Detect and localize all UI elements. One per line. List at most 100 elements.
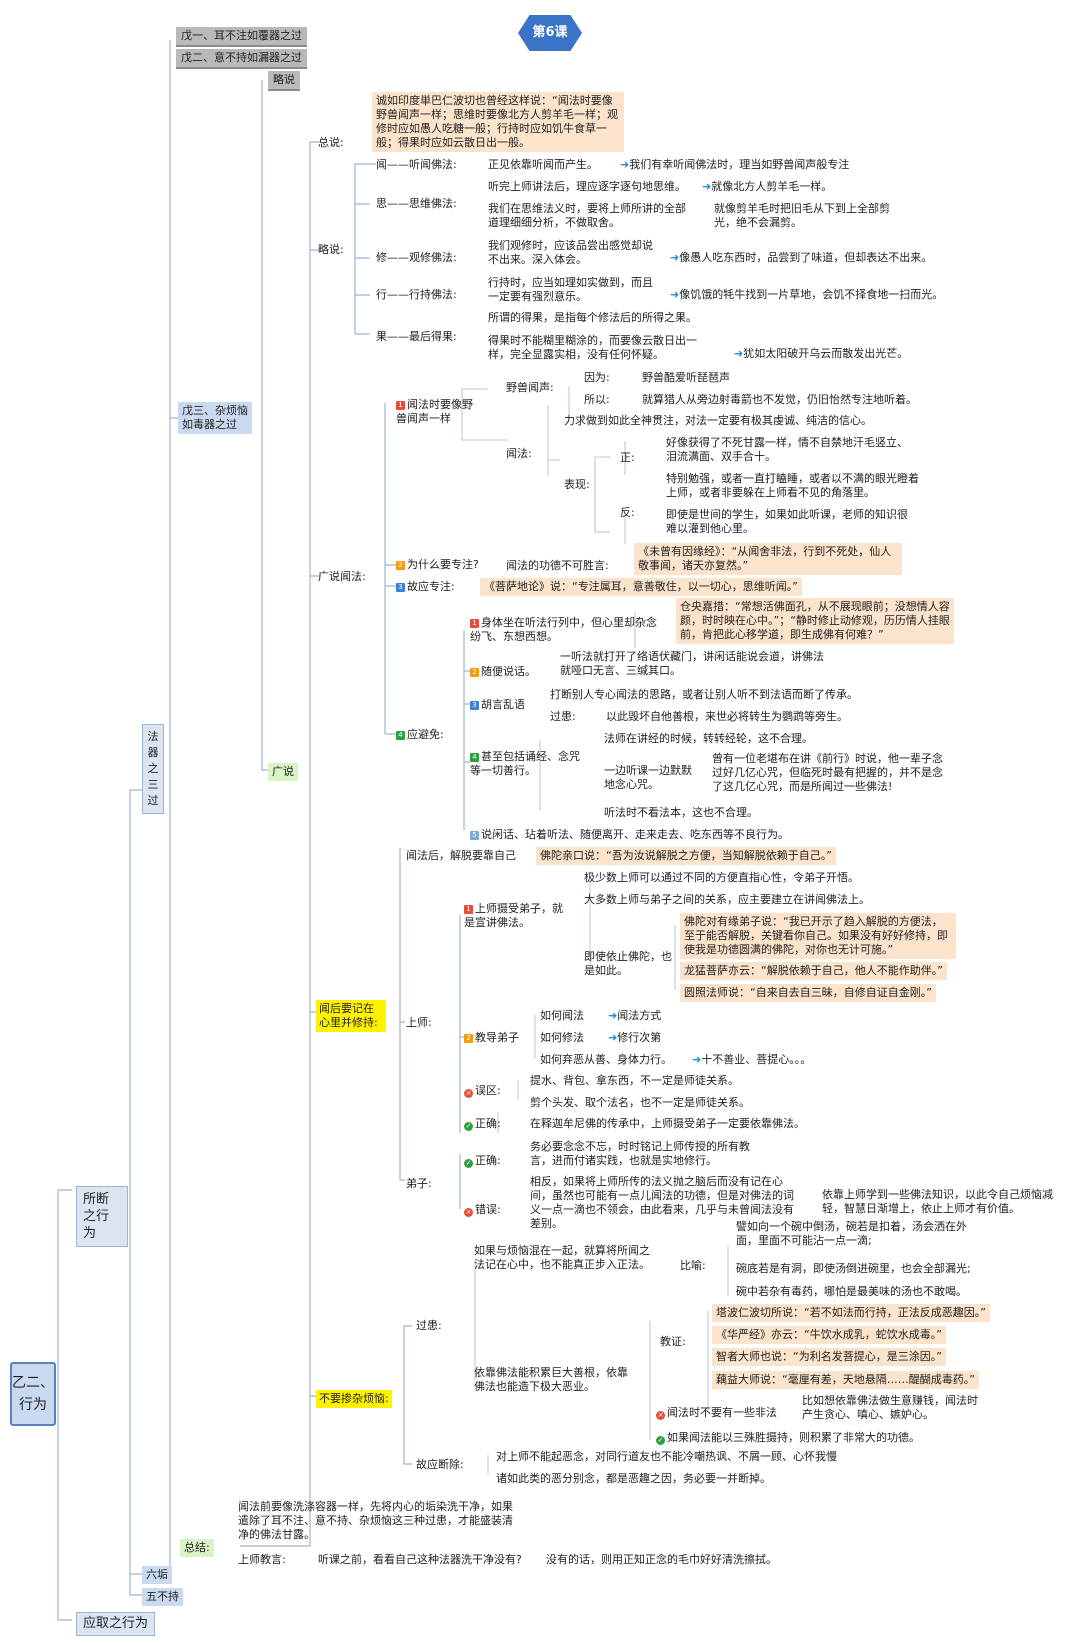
biaoxian-label: 表现: [564,478,590,491]
r2-text-3: 如何弃恶从善、身体力行。 [540,1053,672,1066]
wuqu-label: ×误区: [464,1084,501,1098]
si-text-2: 我们在思维法义时，要将上师所讲的全部道理细细分析，不做取舍。 [488,202,686,229]
r1-text-1: 极少数上师可以通过不同的方便直指心性，令弟子开悟。 [584,871,859,884]
dizi-err-label: ×错误: [464,1203,501,1217]
gu-text-2: 诸如此类的恶分别念，都是恶趣之因，务必要一并断掉。 [496,1472,771,1485]
xing-analogy: ➜像饥饿的牦牛找到一片草地，会饥不择食地一扫而光。 [670,288,944,301]
jiaozheng-1: 塔波仁波切所说：“若不如法而行持，正法反成恶趣因。” [712,1304,990,1322]
si-analogy-1: ➜就像北方人剪羊毛一样。 [702,180,833,193]
biyu-1: 譬如向一个碗中倒汤，碗若是扣着，汤会洒在外面，里面不可能沾一点一滴; [736,1220,967,1247]
wenfa-label: 闻法: [506,447,532,460]
node-liugou[interactable]: 六垢 [142,1566,172,1584]
dizi-err-text: 相反，如果将上师所传的法义抛之脑后而没有记在心间，虽然也可能有一点儿闻法的功德，… [530,1175,794,1230]
r1-quote-3: 圆照法师说：“自来自去自三昧，自修自证自金刚。” [680,984,936,1002]
wen-label: 闻——听闻佛法: [376,158,457,171]
avoid-4-quote: 曾有一位老堪布在讲《前行》时说，他一辈子念过好几亿心咒，但临死时最有把握的，并不… [712,752,943,793]
remember-label: 闻后要记在心里并修持: [316,1000,386,1032]
summary-label: 总结: [180,1539,214,1557]
dizi-ok-label: ✓正确: [464,1154,501,1168]
b3-quote: 《菩萨地论》说：“专注属耳，意善敬住，以一切心，思维听闻。” [480,578,802,596]
jiaozheng-label: 教证: [660,1335,686,1348]
node-guangshuo[interactable]: 广说 [268,763,298,781]
avoid-3-guohuan: 以此毁坏自他善根，来世必将转生为鹦鹉等旁生。 [606,710,848,723]
si-analogy-2: 就像剪羊毛时把旧毛从下到上全部剪光，绝不会漏剪。 [714,202,890,229]
r2-text-1: 如何闻法 [540,1009,584,1022]
node-wu1[interactable]: 戊一、耳不注如覆器之过 [176,27,307,47]
node-wu3[interactable]: 戊三、杂烦恼如毒器之过 [178,402,252,434]
dizi-err-result: 依靠上师学到一些佛法知识，以此令自己烦恼减轻，智慧日渐增上，依止上师才有价值。 [822,1188,1053,1215]
xiu-analogy: ➜像愚人吃东西时，品尝到了味道，但却表达不出来。 [670,251,933,264]
guo-label: 果——最后得果: [376,330,457,343]
jiaozheng-4: 藕益大师说：“毫厘有差，天地悬隔……醍醐成毒药。” [712,1371,979,1389]
poison-p2: 依靠佛法能积累巨大善根，依靠佛法也能造下极大恶业。 [474,1366,628,1393]
dizi-label: 弟子: [406,1177,432,1190]
poison-n1: ×闻法时不要有一些非法 [656,1406,777,1420]
suoyi-text: 就算猎人从旁边射毒箭也不发觉，仍旧怡然专注地听着。 [642,393,917,406]
guangshuo-wenfa-label: 广说闻法: [318,570,366,583]
yeshou-label: 野兽闻声: [506,381,554,394]
shangshi-label: 上师: [406,1016,432,1029]
b2-text: 闻法的功德不可胜言: [506,559,609,572]
wenfa-text: 力求做到如此全神贯注，对法一定要有极其虔诚、纯洁的信心。 [564,414,872,427]
poison-guohuan-label: 过患: [416,1319,442,1332]
avoid-2-text: 一听法就打开了络语伏藏门，讲闲话能说会道，讲佛法就哑口无言、三缄其口。 [560,650,824,677]
avoid-4-text-2: 一边听课一边默默地念心咒。 [604,764,692,791]
guo-analogy: ➜犹如太阳破开乌云而散发出光芒。 [734,347,909,360]
root-node[interactable]: 乙二、行为 [10,1362,56,1426]
node-lueshuo-gray[interactable]: 略说 [268,71,300,91]
node-yingqu[interactable]: 应取之行为 [76,1612,156,1636]
jiaoyan-label: 上师教言: [238,1553,286,1566]
remember-top: 闻法后，解脱要靠自己 [406,849,516,862]
r2-text-2: 如何修法 [540,1031,584,1044]
avoid-4-text-1: 法师在讲经的时候，转转经轮，这不合理。 [604,732,813,745]
jiaozheng-2: 《华严经》亦云：“牛饮水成乳，蛇饮水成毒。” [712,1326,946,1344]
avoid-3-text: 打断别人专心闻法的思路，或者让别人听不到法语而断了传承。 [550,688,858,701]
r1-text-3: 即使依止佛陀，也是如此。 [584,950,672,977]
guo-text-2: 得果时不能糊里糊涂的，而要像云散日出一样，完全显露实相，没有任何怀疑。 [488,334,697,361]
fan-text-1: 特别勉强，或者一直打瞌睡，或者以不满的眼光瞪着上师，或者非要躲在上师看不见的角落… [666,472,919,499]
zheng-label: 正: [620,451,635,464]
node-suoduan[interactable]: 所断之行为 [76,1186,128,1247]
r1-text-2: 大多数上师与弟子之间的关系，应主要建立在讲闻佛法上。 [584,893,870,906]
biyu-3: 碗中若杂有毒药，哪怕是最美味的汤也不敢喝。 [736,1285,967,1298]
suoyi-label: 所以: [584,393,610,406]
zheng-text: 好像获得了不死甘露一样，情不自禁地汗毛竖立、泪流满面、双手合十。 [666,436,908,463]
fan-label: 反: [620,506,635,519]
jiaoyan-question: 听课之前，看看自己这种法器洗干净没有? [318,1553,522,1566]
xing-label: 行——行持佛法: [376,288,457,301]
zongshuo-text: 诚如印度単巴仁波切也曾经这样说：“闻法时要像野兽闻声一样；思维时要像北方人剪羊毛… [372,92,624,152]
xing-text: 行持时，应当如理如实做到，而且一定要有强烈意乐。 [488,276,653,303]
node-wubuchi[interactable]: 五不持 [142,1588,183,1606]
dizi-ok-text: 务必要念念不忘，时时铭记上师传授的所有教言，进而付诸实践，也就是实地修行。 [530,1140,750,1167]
avoid-1-quote: 仓央嘉措：“常想活佛面孔，从不展现眼前；没想情人容颜，时时映在心中。”；“静时修… [676,598,954,644]
gu-text-1: 对上师不能起恶念，对同行道友也不能冷嘲热讽、不屑一顾、心怀我慢 [496,1450,837,1463]
yinwei-label: 因为: [584,371,610,384]
wuqu-text-2: 剪个头发、取个法名，也不一定是师徒关系。 [530,1096,750,1109]
node-wu2[interactable]: 戊二、意不持如漏器之过 [176,49,307,69]
poison-p1: 如果与烦恼混在一起，就算将所闻之法记在心中，也不能真正步入正法。 [474,1244,650,1271]
si-label: 思——思维佛法: [376,197,457,210]
lesson-badge: 第6课 [518,15,582,51]
biyu-2: 碗底若是有洞，即使汤倒进碗里，也会全部漏光; [736,1262,971,1275]
xiu-label: 修——观修佛法: [376,251,457,264]
zhengque-text: 在释迦牟尼佛的传承中，上师摄受弟子一定要依靠佛法。 [530,1117,805,1130]
xiu-text: 我们观修时，应该品尝出感觉却说不出来。深入体会。 [488,239,653,266]
wuqu-text-1: 提水、背包、拿东西，不一定是师徒关系。 [530,1074,739,1087]
yinwei-text: 野兽酷爱听琵琶声 [642,371,730,384]
r1-quote-1: 佛陀对有缘弟子说：“我已开示了趋入解脱的方便法，至于能否解脱，关键看你自己。如果… [680,913,956,959]
lueshuo-label: 略说: [318,243,344,256]
node-fq3[interactable]: 法器之三过 [142,724,164,814]
wen-analogy: ➜我们有幸听闻佛法时，理当如野兽闻声般专注 [620,158,850,171]
poison-label: 不要掺杂烦恼: [316,1390,392,1408]
zongshuo-label: 总说: [318,136,344,149]
fan-text-2: 即使是世间的学生，如果如此听课，老师的知识很难以灌到他心里。 [666,508,908,535]
